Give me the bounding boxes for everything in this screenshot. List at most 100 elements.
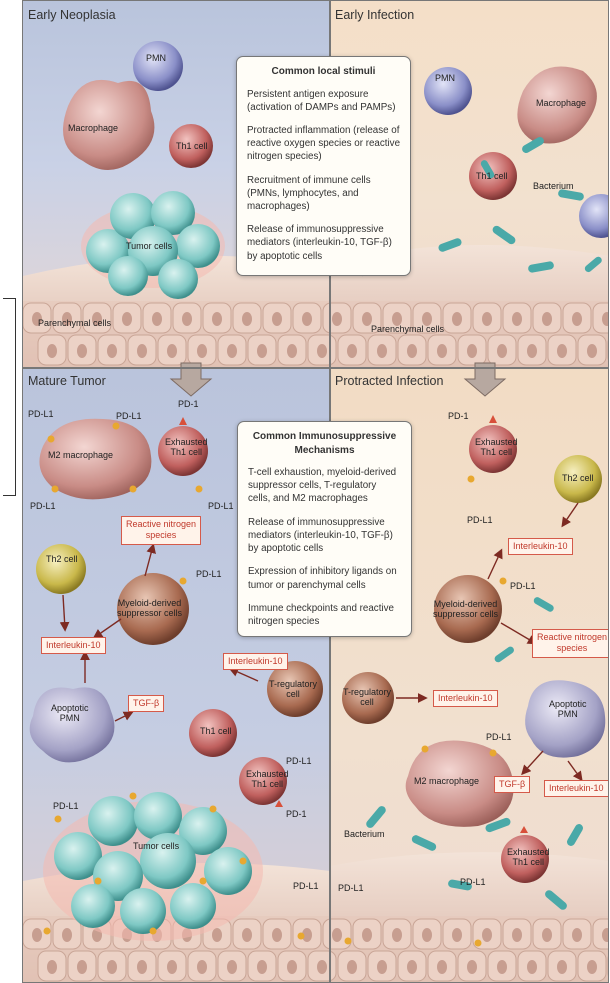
cell-nucleus — [287, 344, 297, 358]
cell-nucleus — [107, 344, 117, 358]
cell-nucleus — [452, 312, 462, 326]
common-stimuli-box: Common local stimuli Persistent antigen … — [236, 56, 411, 276]
stimuli-item: Recruitment of immune cells (PMNs, lymph… — [247, 174, 400, 214]
cell-nucleus — [542, 312, 552, 326]
cell-nucleus — [467, 960, 477, 974]
cell-nucleus — [332, 312, 342, 326]
cell-nucleus — [467, 344, 477, 358]
label-pd-l1: PD-L1 — [467, 515, 493, 525]
stimuli-item: Protracted inflammation (release of reac… — [247, 124, 400, 164]
label-macrophage: Macrophage — [536, 98, 586, 108]
label-th1-cell: Th1 cell — [476, 171, 508, 181]
label-pd-l1: PD-L1 — [53, 801, 79, 811]
label-pd-l1: PD-L1 — [116, 411, 142, 421]
interleukin-10-tag: Interleukin-10 — [544, 780, 609, 797]
cell-nucleus — [557, 344, 567, 358]
cell-nucleus — [137, 960, 147, 974]
mechanisms-heading: Common Immunosuppressive Mechanisms — [248, 430, 401, 457]
pmn-cell-tr-edge — [579, 194, 609, 238]
cell-nucleus — [227, 960, 237, 974]
cell-nucleus — [317, 960, 327, 974]
cell-nucleus — [572, 312, 582, 326]
label-tumor-cells: Tumor cells — [126, 241, 172, 251]
label-th1-cell: Th1 cell — [176, 141, 208, 151]
cell-nucleus — [62, 928, 72, 942]
label-th2-cell: Th2 cell — [562, 473, 594, 483]
cell-nucleus — [227, 344, 237, 358]
label-tumor-cells: Tumor cells — [133, 841, 179, 851]
cell-nucleus — [122, 312, 132, 326]
cell-nucleus — [497, 960, 507, 974]
label-pmn: PMN — [146, 53, 166, 63]
label-bacterium: Bacterium — [533, 181, 574, 191]
tumor-cluster-bl — [43, 792, 263, 941]
cell-nucleus — [272, 928, 282, 942]
cell-nucleus — [347, 344, 357, 358]
cell-nucleus — [107, 960, 117, 974]
label-th2-cell: Th2 cell — [46, 554, 78, 564]
cell-nucleus — [77, 960, 87, 974]
cell-nucleus — [287, 960, 297, 974]
label-pmn: PMN — [435, 73, 455, 83]
label-apoptotic-pmn: ApoptoticPMN — [549, 699, 587, 719]
cell-nucleus — [542, 928, 552, 942]
cell-nucleus — [332, 928, 342, 942]
cell-nucleus — [212, 312, 222, 326]
apoptotic-pmn-bl — [30, 687, 115, 762]
label-apoptotic-pmn: ApoptoticPMN — [51, 703, 89, 723]
label-pd-l1: PD-L1 — [286, 756, 312, 766]
cell-nucleus — [32, 928, 42, 942]
reactive-nitrogen-species-tag: Reactive nitrogenspecies — [532, 629, 609, 658]
cell-nucleus — [587, 344, 597, 358]
cell-nucleus — [377, 960, 387, 974]
cell-nucleus — [422, 928, 432, 942]
label-pd-l1: PD-L1 — [30, 501, 56, 511]
label-exhausted-th1: ExhaustedTh1 cell — [475, 437, 518, 457]
cell-nucleus — [482, 928, 492, 942]
panel-divider-horizontal — [23, 367, 609, 369]
cell-nucleus — [182, 312, 192, 326]
cell-nucleus — [257, 344, 267, 358]
label-pd-l1: PD-L1 — [293, 881, 319, 891]
cell-nucleus — [437, 344, 447, 358]
stimuli-item: Release of immunosuppressive mediators (… — [247, 223, 400, 263]
cell-nucleus — [152, 312, 162, 326]
label-mdsc: Myeloid-derivedsuppressor cells — [433, 599, 498, 619]
cell-nucleus — [167, 960, 177, 974]
mechanisms-item: T-cell exhaustion, myeloid-derived suppr… — [248, 466, 401, 506]
tgf-beta-tag: TGF-β — [128, 695, 164, 712]
label-pd-1: PD-1 — [448, 411, 469, 421]
parenchymal-cell — [608, 951, 609, 981]
tgf-beta-tag: TGF-β — [494, 776, 530, 793]
cell-nucleus — [437, 960, 447, 974]
cell-nucleus — [512, 312, 522, 326]
cell-nucleus — [557, 960, 567, 974]
cell-nucleus — [272, 312, 282, 326]
cell-nucleus — [317, 344, 327, 358]
label-exhausted-th1: ExhaustedTh1 cell — [165, 437, 208, 457]
panel-title-mature-tumor: Mature Tumor — [28, 374, 106, 388]
label-exhausted-th1: ExhaustedTh1 cell — [507, 847, 550, 867]
label-th1-cell: Th1 cell — [200, 726, 232, 736]
interleukin-10-tag: Interleukin-10 — [508, 538, 573, 555]
panel-title-early-neoplasia: Early Neoplasia — [28, 8, 116, 22]
cell-nucleus — [77, 344, 87, 358]
th2-cell-bl — [36, 544, 86, 594]
immunosuppressive-mechanisms-box: Common Immunosuppressive Mechanisms T-ce… — [237, 421, 412, 637]
cell-nucleus — [167, 344, 177, 358]
cell-nucleus — [362, 928, 372, 942]
interleukin-10-tag: Interleukin-10 — [41, 637, 106, 654]
panel-title-early-infection: Early Infection — [335, 8, 414, 22]
side-bracket — [3, 298, 16, 496]
cell-nucleus — [197, 344, 207, 358]
cell-nucleus — [242, 312, 252, 326]
label-pd-l1: PD-L1 — [196, 569, 222, 579]
label-m2-macrophage: M2 macrophage — [414, 776, 479, 786]
cell-nucleus — [527, 960, 537, 974]
label-bacterium: Bacterium — [344, 829, 385, 839]
stimuli-heading: Common local stimuli — [247, 65, 400, 79]
cell-nucleus — [392, 928, 402, 942]
